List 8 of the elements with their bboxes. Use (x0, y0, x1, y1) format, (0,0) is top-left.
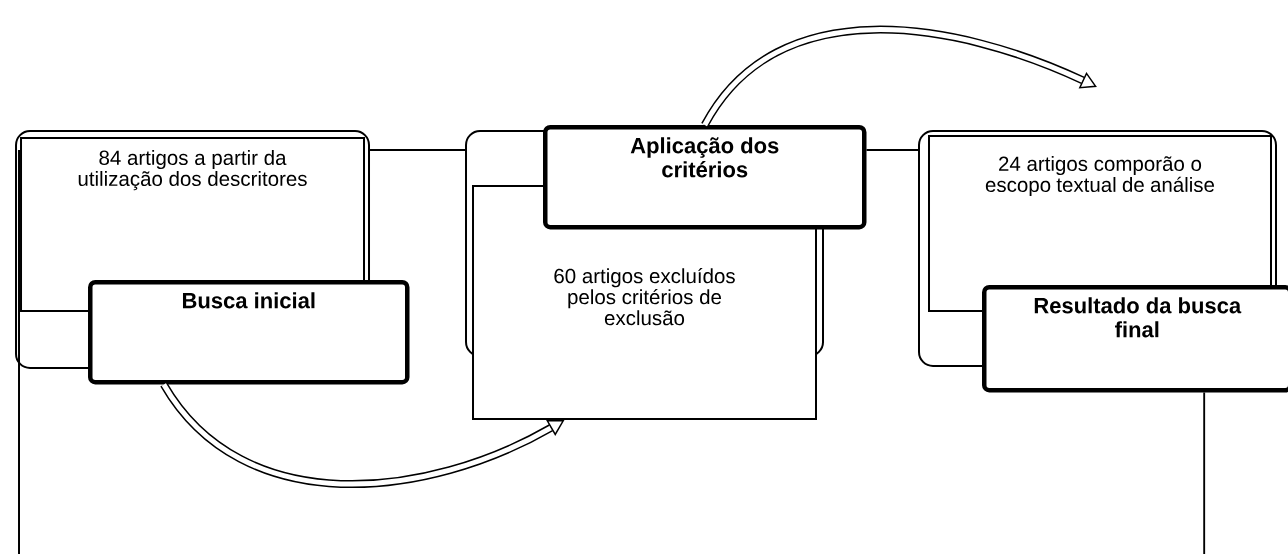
connector-line (1203, 391, 1206, 554)
connector-line (18, 149, 20, 554)
arrow (701, 25, 1097, 128)
title-box: Resultado da busca final (982, 285, 1288, 393)
title-box: Busca inicial (88, 280, 410, 385)
title-box: Aplicação dos critérios (543, 125, 867, 230)
connector-line (865, 149, 919, 151)
connector-line (369, 149, 466, 151)
